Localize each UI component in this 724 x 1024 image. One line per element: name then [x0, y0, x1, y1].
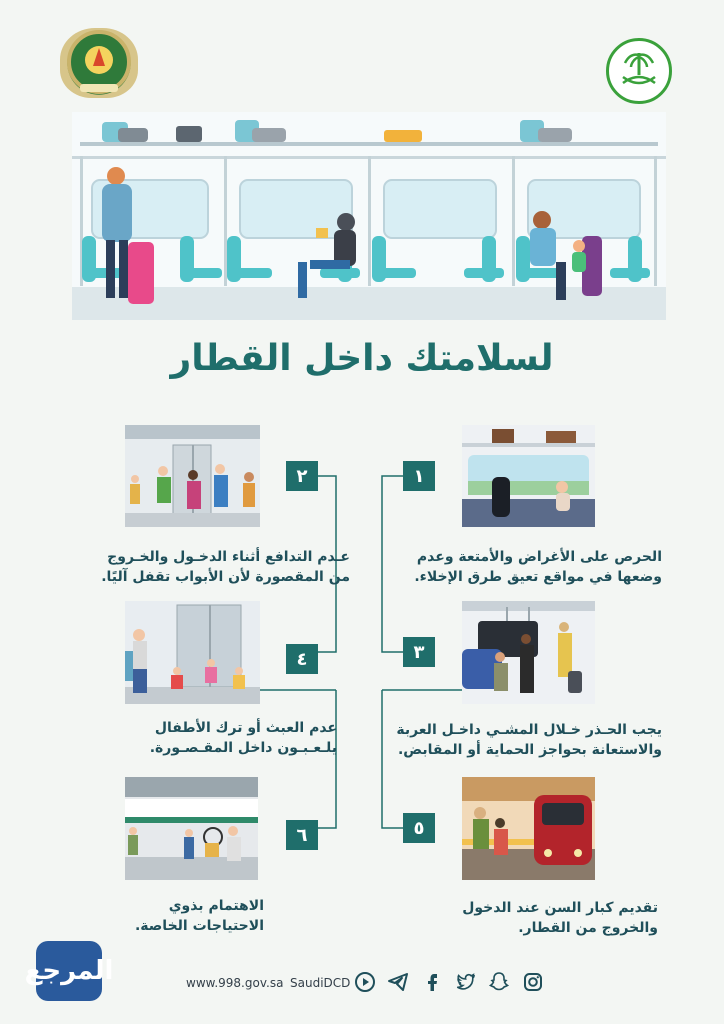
tip-5-line-2: والخروج من القطار. [518, 920, 658, 936]
tip-2-photo [125, 425, 260, 527]
tip-4-line-2: يلـعـبـون داخل المقـصـورة. [149, 740, 337, 756]
tip-1-badge: ١ [403, 461, 435, 491]
youtube-icon[interactable] [353, 970, 377, 994]
tip-2-badge: ٢ [286, 461, 318, 491]
palm-swords-emblem-icon [622, 53, 656, 85]
train-interior-illustration [72, 112, 666, 320]
twitter-icon[interactable] [453, 970, 477, 994]
tip-3-caption: يجب الحـذر خـلال المشـي داخـل العربة وال… [370, 720, 662, 760]
tip-6-photo [125, 777, 258, 880]
tip-1-caption: الحرص على الأغراض والأمتعة وعدم وضعها في… [380, 547, 662, 587]
instagram-icon[interactable] [521, 970, 545, 994]
tip-1-photo [462, 425, 595, 527]
page-title: لسلامتك داخل القطار [170, 338, 554, 379]
tip-6-line-1: الاهتمام بذوي [168, 898, 264, 914]
telegram-icon[interactable] [386, 970, 410, 994]
civil-defense-logo [60, 28, 138, 98]
tip-2-line-1: عـدم التدافع أثناء الدخـول والخـروج [107, 549, 350, 565]
tip-6-caption: الاهتمام بذوي الاحتياجات الخاصة. [100, 896, 264, 936]
tip-5-caption: تقديم كبار السن عند الدخول والخروج من ال… [400, 898, 658, 938]
tip-3-line-2: والاستعانة بحواجز الحماية أو المقابض. [397, 742, 662, 758]
tip-1-line-2: وضعها في مواقع تعيق طرق الإخلاء. [414, 569, 662, 585]
tip-4-line-1: عدم العبث أو ترك الأطفال [154, 720, 337, 736]
snapchat-icon[interactable] [487, 970, 511, 994]
almarjaa-logo: المرجع [25, 941, 113, 1001]
tip-4-badge: ٤ [286, 644, 318, 674]
civil-defense-emblem-icon [67, 30, 131, 94]
tip-1-line-1: الحرص على الأغراض والأمتعة وعدم [416, 549, 662, 565]
tip-3-line-1: يجب الحـذر خـلال المشـي داخـل العربة [396, 722, 662, 738]
tip-6-line-2: الاحتياجات الخاصة. [134, 918, 264, 934]
tip-6-badge: ٦ [286, 820, 318, 850]
tip-4-photo [125, 601, 260, 704]
ministry-logo [606, 38, 672, 104]
tip-5-photo [462, 777, 595, 880]
website-link[interactable]: www.998.gov.sa [186, 976, 284, 990]
social-handle: SaudiDCD [290, 976, 351, 990]
tip-2-line-2: من المقصورة لأن الأبواب تقفل آليًا. [101, 569, 350, 585]
tip-5-badge: ٥ [403, 813, 435, 843]
tip-2-caption: عـدم التدافع أثناء الدخـول والخـروج من ا… [60, 547, 350, 587]
tip-3-photo [462, 601, 595, 704]
tip-3-badge: ٣ [403, 637, 435, 667]
facebook-icon[interactable] [420, 970, 444, 994]
tip-5-line-1: تقديم كبار السن عند الدخول [462, 900, 658, 916]
tip-4-caption: عدم العبث أو ترك الأطفال يلـعـبـون داخل … [80, 718, 337, 758]
